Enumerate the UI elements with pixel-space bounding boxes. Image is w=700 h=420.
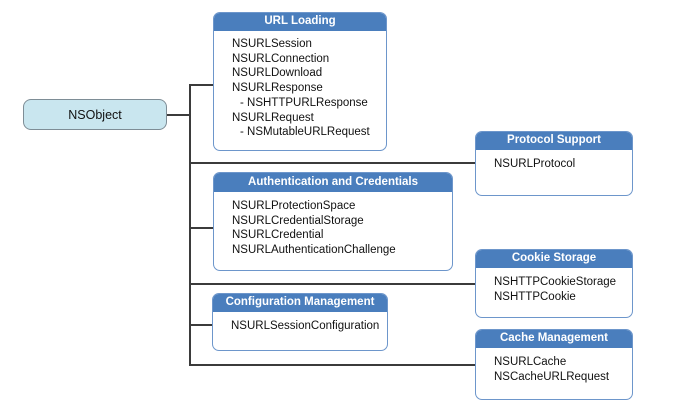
group-title-configuration-management: Configuration Management [213,294,387,312]
connector-nsobject-line [167,114,190,116]
group-body-configuration-management: NSURLSessionConfiguration [213,312,387,334]
class-label: NSURLSessionConfiguration [231,320,380,332]
group-title-authentication: Authentication and Credentials [214,173,452,192]
group-body-authentication: NSURLProtectionSpace NSURLCredentialStor… [214,192,452,258]
group-box-authentication: Authentication and Credentials NSURLProt… [213,172,453,271]
connector-cookie-storage-line [191,283,475,285]
connector-cache-management-line [191,364,475,366]
connector-url-loading-line [191,84,213,86]
class-label: NSHTTPCookieStorage [494,276,617,288]
subclass-label: - NSHTTPURLResponse [240,96,368,109]
nsobject-label: NSObject [68,107,122,122]
class-label: NSURLCredential [232,229,324,242]
connector-trunk-line [189,84,191,366]
group-body-url-loading: NSURLSession NSURLConnection NSURLDownlo… [214,31,386,140]
group-body-protocol-support: NSURLProtocol [476,150,632,172]
group-title-cookie-storage: Cookie Storage [476,250,632,268]
group-box-url-loading: URL Loading NSURLSession NSURLConnection… [213,12,387,151]
group-title-url-loading: URL Loading [214,13,386,31]
class-label: NSHTTPCookie [494,290,576,303]
class-label: NSURLAuthenticationChallenge [232,244,396,257]
class-label: NSURLCache [494,356,567,368]
connector-configuration-line [191,324,212,326]
group-box-protocol-support: Protocol Support NSURLProtocol [475,131,633,196]
subclass-label: - NSMutableURLRequest [240,126,370,139]
group-box-configuration-management: Configuration Management NSURLSessionCon… [212,293,388,351]
connector-authentication-line [191,227,213,229]
class-label: NSURLProtectionSpace [232,200,356,212]
group-body-cache-management: NSURLCache NSCacheURLRequest [476,348,632,384]
class-label: NSURLCredentialStorage [232,214,364,227]
class-label: NSCacheURLRequest [494,370,610,383]
class-label: NSURLDownload [232,67,323,80]
class-label: NSURLSession [232,38,312,50]
group-body-cookie-storage: NSHTTPCookieStorage NSHTTPCookie [476,268,632,304]
connector-protocol-support-line [191,162,475,164]
group-box-cookie-storage: Cookie Storage NSHTTPCookieStorage NSHTT… [475,249,633,318]
class-label: NSURLConnection [232,52,330,65]
group-title-cache-management: Cache Management [476,330,632,348]
class-label: NSURLProtocol [494,158,576,170]
class-label: NSURLRequest [232,111,314,124]
class-box-nsobject: NSObject [23,99,167,130]
class-label: NSURLResponse [232,82,323,95]
group-box-cache-management: Cache Management NSURLCache NSCacheURLRe… [475,329,633,400]
group-title-protocol-support: Protocol Support [476,132,632,150]
